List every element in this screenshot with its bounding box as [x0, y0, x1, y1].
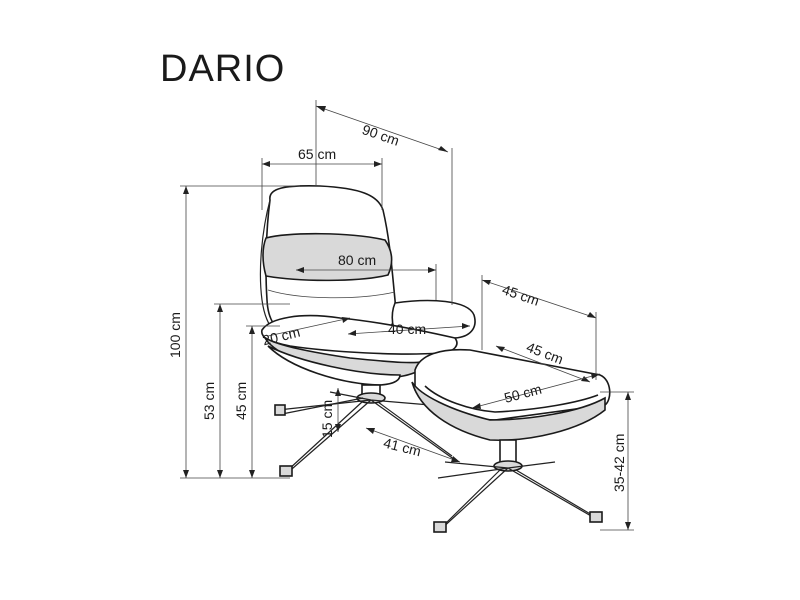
label-15cm: 15 cm [319, 400, 335, 438]
label-35-42cm: 35-42 cm [611, 434, 627, 492]
chair-backrest-cushion-upper [262, 232, 393, 282]
label-90cm: 90 cm [360, 121, 401, 149]
product-title: DARIO [160, 48, 286, 90]
label-40cm: 40 cm [388, 321, 426, 337]
label-80cm: 80 cm [338, 252, 376, 268]
label-53cm: 53 cm [201, 382, 217, 420]
ottoman-base-leg [437, 461, 599, 531]
chair [259, 185, 476, 477]
label-45cm-top: 45 cm [500, 281, 541, 309]
label-100cm: 100 cm [167, 312, 183, 358]
label-65cm: 65 cm [298, 146, 336, 162]
label-41cm: 41 cm [382, 435, 423, 460]
label-45cm-seat: 45 cm [233, 382, 249, 420]
dimension-lines [180, 100, 634, 531]
ottoman-side [411, 381, 606, 442]
ottoman [411, 348, 611, 533]
